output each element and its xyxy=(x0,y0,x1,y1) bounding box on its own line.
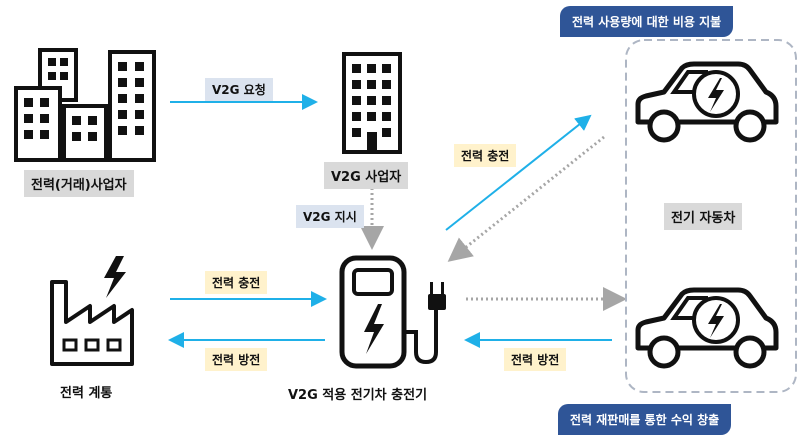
factory-icon xyxy=(50,256,134,366)
electric-car-icon xyxy=(635,287,779,369)
node-label-charger: V2G 적용 전기차 충전기 xyxy=(288,388,428,403)
banner-revenue: 전력 재판매를 통한 수익 창출 xyxy=(558,404,732,435)
electric-car-icon xyxy=(635,61,779,143)
node-label-trading: 전력(거래)사업자 xyxy=(24,170,134,197)
edge-label-charge-from-grid: 전력 충전 xyxy=(205,271,268,294)
edge-label-discharge-to-grid: 전력 방전 xyxy=(205,348,268,371)
edge-label-v2g-request: V2G 요청 xyxy=(205,78,273,101)
arrow-charge-ev xyxy=(445,114,592,231)
node-label-ev: 전기 자동차 xyxy=(664,203,743,230)
building-icon xyxy=(342,52,402,154)
edge-label-charge-ev: 전력 충전 xyxy=(454,144,517,167)
office-buildings-icon xyxy=(14,48,156,162)
edge-label-v2g-instruction: V2G 지시 xyxy=(296,205,364,228)
node-label-v2g-operator: V2G 사업자 xyxy=(324,162,409,189)
node-label-grid: 전력 계통 xyxy=(60,386,113,401)
edge-label-discharge-from-ev: 전력 방전 xyxy=(504,348,567,371)
ev-group-box xyxy=(625,39,797,393)
ev-charger-icon xyxy=(339,255,446,369)
banner-payment: 전력 사용량에 대한 비용 지불 xyxy=(560,6,734,37)
